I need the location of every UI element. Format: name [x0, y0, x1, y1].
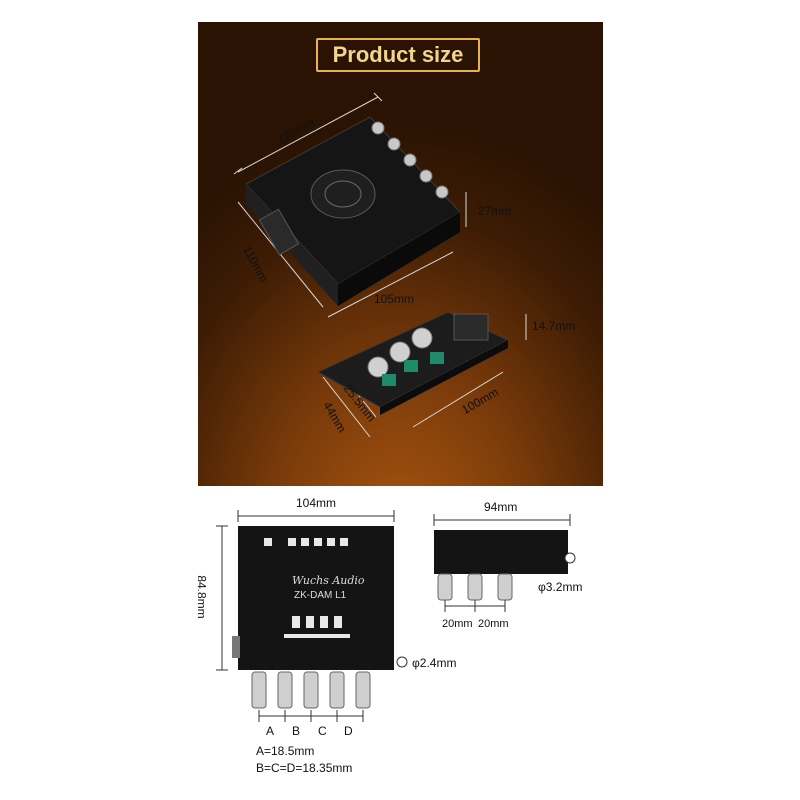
side-view-board: [433, 514, 576, 612]
terminal-block: [258, 208, 300, 256]
knob-label-d: D: [344, 724, 353, 738]
knob-label-b: B: [292, 724, 301, 738]
front-height: 84.8mm: [198, 575, 209, 619]
knob-label-a: A: [266, 724, 275, 738]
front-width: 104mm: [296, 496, 337, 510]
model-label: ZK-DAM L1: [294, 590, 347, 601]
spacing-note-bcd: B=C=D=18.35mm: [256, 761, 353, 775]
product-size-panel: Product size: [198, 22, 603, 777]
dim-height: 27mm: [478, 204, 512, 218]
spacing-2: 20mm: [478, 618, 509, 630]
brand-logo: Wuchs Audio: [292, 574, 365, 587]
spacing-1: 20mm: [442, 618, 473, 630]
top-board-illustration: [233, 92, 527, 438]
dim-side-height: 14.7mm: [532, 319, 576, 333]
page-title: Product size: [316, 38, 480, 72]
side-width: 94mm: [484, 500, 518, 514]
knob-label-c: C: [318, 724, 327, 738]
dimension-drawings: 104mm 84.8mm Wuchs Audio ZK-DAM L1 φ2.4m…: [198, 486, 603, 777]
front-hole: φ2.4mm: [412, 656, 457, 670]
spacing-note-a: A=18.5mm: [256, 744, 315, 758]
speaker-logo-graphic: [310, 169, 376, 219]
front-view-board: [216, 510, 408, 722]
bluetooth-module: [453, 313, 489, 341]
dim-depth: 105mm: [374, 292, 415, 306]
side-hole: φ3.2mm: [538, 580, 583, 594]
